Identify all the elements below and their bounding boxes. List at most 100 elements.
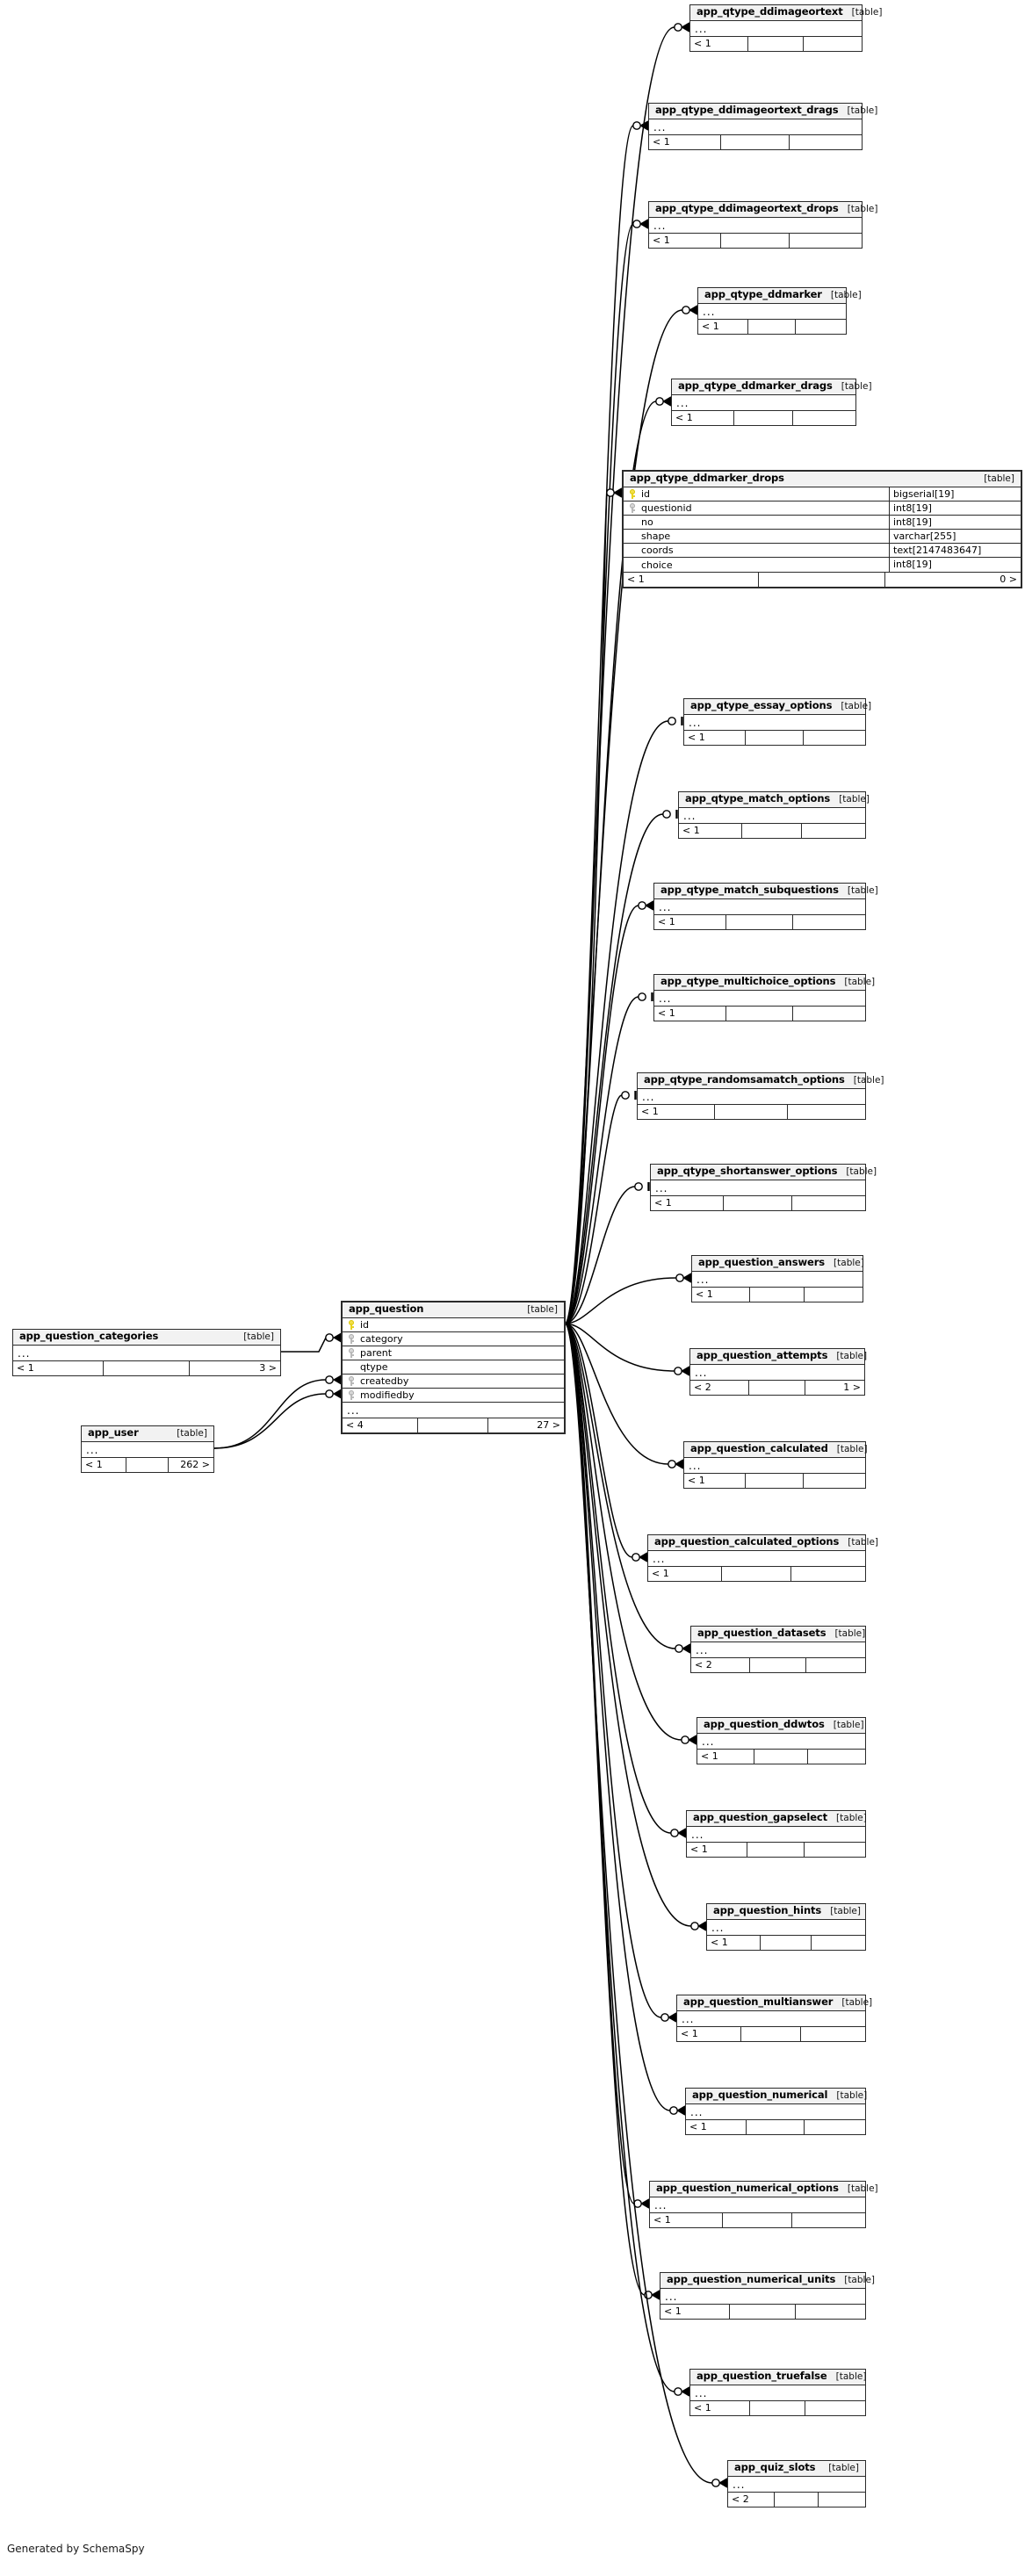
table-columns: ... <box>654 991 865 1006</box>
columns-ellipsis: ... <box>698 304 846 319</box>
degree-right: 1 > <box>843 1382 861 1393</box>
table-title-bar: app_question_categories[table] <box>13 1330 280 1346</box>
table-degree-footer: < 1 <box>648 1566 865 1581</box>
table-degree-footer: < 1 <box>651 1195 865 1210</box>
foreign-key-icon <box>347 1375 357 1387</box>
degree-right <box>805 1288 863 1302</box>
table-node-app_question_calculated[interactable]: app_question_calculated[table]...< 1 <box>683 1441 868 1489</box>
degree-left: < 1 <box>648 1567 722 1581</box>
table-columns: ... <box>690 21 862 36</box>
table-columns: ... <box>697 1734 865 1749</box>
table-node-app_question_ddwtos[interactable]: app_question_ddwtos[table]...< 1 <box>697 1717 866 1764</box>
columns-ellipsis: ... <box>649 218 862 233</box>
table-node-app_qtype_randomsamatch_options[interactable]: app_qtype_randomsamatch_options[table]..… <box>637 1072 884 1120</box>
degree-left: < 1 <box>684 731 747 745</box>
table-node-app_qtype_ddmarker_drags[interactable]: app_qtype_ddmarker_drags[table]...< 1 <box>671 379 872 426</box>
table-title-bar: app_question_numerical_options[table] <box>650 2182 878 2197</box>
table-columns: ... <box>690 2385 865 2400</box>
primary-key-icon <box>628 488 639 500</box>
degree-left: < 1 <box>624 573 759 587</box>
degree-mid <box>748 320 796 334</box>
table-type-tag: [table] <box>846 1165 877 1177</box>
degree-left: < 1 <box>82 1458 126 1472</box>
degree-left: < 1 <box>672 411 735 425</box>
table-node-app_qtype_multichoice_options[interactable]: app_qtype_multichoice_options[table]...<… <box>653 974 875 1021</box>
table-columns: ... <box>707 1920 865 1935</box>
table-node-app_question_hints[interactable]: app_question_hints[table]...< 1 <box>706 1903 866 1951</box>
table-columns: ... <box>649 119 862 134</box>
table-node-app_qtype_match_subquestions[interactable]: app_qtype_match_subquestions[table]...< … <box>653 883 878 930</box>
table-title-bar: app_qtype_ddmarker_drops[table] <box>624 472 1021 487</box>
table-type-tag: [table] <box>836 2089 868 2101</box>
table-node-app_qtype_ddimageortext_drags[interactable]: app_qtype_ddimageortext_drags[table]...<… <box>648 103 877 150</box>
table-type-tag: [table] <box>847 884 878 896</box>
table-name: app_question_categories <box>19 1330 159 1343</box>
table-type-tag: [table] <box>847 105 878 116</box>
degree-mid <box>748 37 804 51</box>
column-type: int8[19] <box>889 501 1021 516</box>
degree-left: < 1 <box>638 1105 716 1119</box>
table-node-app_question_gapselect[interactable]: app_question_gapselect[table]...< 1 <box>686 1810 867 1858</box>
table-title-bar: app_question_datasets[table] <box>691 1627 865 1642</box>
table-columns: ... <box>686 2104 865 2119</box>
table-node-app_question_calculated_options[interactable]: app_question_calculated_options[table]..… <box>647 1534 878 1582</box>
table-degree-footer: < 1 <box>684 1473 865 1488</box>
table-degree-footer: < 1 <box>672 410 855 425</box>
degree-left: < 2 <box>690 1381 750 1395</box>
table-type-tag: [table] <box>527 1303 558 1315</box>
table-name: app_question_calculated <box>690 1442 828 1455</box>
table-title-bar: app_question_gapselect[table] <box>687 1811 867 1827</box>
table-name: app_qtype_multichoice_options <box>660 975 836 988</box>
table-name: app_qtype_ddmarker_drops <box>630 472 784 485</box>
table-node-app_question_multianswer[interactable]: app_question_multianswer[table]...< 1 <box>676 1995 872 2042</box>
table-node-app_question_datasets[interactable]: app_question_datasets[table]...< 2 <box>690 1626 866 1673</box>
table-title-bar: app_question_multianswer[table] <box>677 1995 872 2011</box>
column-type: text[2147483647] <box>889 543 1021 558</box>
table-node-app_question_numerical[interactable]: app_question_numerical[table]...< 1 <box>685 2088 868 2135</box>
schemaspy-credit: Generated by SchemaSpy <box>7 2543 145 2555</box>
table-node-app_quiz_slots[interactable]: app_quiz_slots[table]...< 2 <box>727 2460 866 2507</box>
degree-left: < 1 <box>687 1843 748 1857</box>
degree-mid <box>750 1288 805 1302</box>
no-key-spacer-icon <box>628 559 639 570</box>
table-degree-footer: < 1 <box>698 319 846 334</box>
table-name: app_question <box>349 1302 424 1316</box>
degree-right: 3 > <box>259 1362 277 1374</box>
no-key-spacer-icon <box>628 545 639 556</box>
table-node-app_qtype_ddmarker[interactable]: app_qtype_ddmarker[table]...< 1 <box>697 287 862 335</box>
table-columns: ... <box>677 2011 865 2026</box>
table-node-app_question_numerical_units[interactable]: app_question_numerical_units[table]...< … <box>660 2272 875 2320</box>
table-node-app_question_numerical_options[interactable]: app_question_numerical_options[table]...… <box>649 2181 878 2228</box>
columns-ellipsis: ... <box>648 1551 865 1566</box>
table-node-app_qtype_ddimageortext[interactable]: app_qtype_ddimageortext[table]...< 1 <box>689 4 882 52</box>
degree-left: < 1 <box>677 2027 741 2041</box>
foreign-key-icon <box>347 1333 357 1345</box>
table-node-app_qtype_essay_options[interactable]: app_qtype_essay_options[table]...< 1 <box>683 698 871 746</box>
table-type-tag: [table] <box>844 2274 876 2285</box>
table-node-app_qtype_match_options[interactable]: app_qtype_match_options[table]...< 1 <box>678 791 870 839</box>
column-type: int8[19] <box>889 515 1021 530</box>
table-node-app_qtype_ddimageortext_drops[interactable]: app_qtype_ddimageortext_drops[table]...<… <box>648 201 877 249</box>
degree-right <box>805 1843 865 1857</box>
table-node-app_question_truefalse[interactable]: app_question_truefalse[table]...< 1 <box>689 2369 866 2416</box>
column-name: category <box>360 1334 403 1344</box>
no-key-spacer-icon <box>347 1362 357 1373</box>
table-node-app_question_answers[interactable]: app_question_answers[table]...< 1 <box>691 1255 864 1302</box>
table-degree-footer: < 1 <box>649 233 862 248</box>
table-name: app_question_multianswer <box>683 1995 834 2009</box>
table-name: app_question_ddwtos <box>704 1718 825 1731</box>
degree-mid <box>723 2213 792 2227</box>
degree-left: < 1 <box>650 2213 724 2227</box>
column-name: qtype <box>360 1362 388 1372</box>
degree-right <box>802 824 865 838</box>
degree-right <box>806 1658 865 1672</box>
table-node-app_qtype_shortanswer_options[interactable]: app_qtype_shortanswer_options[table]...<… <box>650 1164 877 1211</box>
